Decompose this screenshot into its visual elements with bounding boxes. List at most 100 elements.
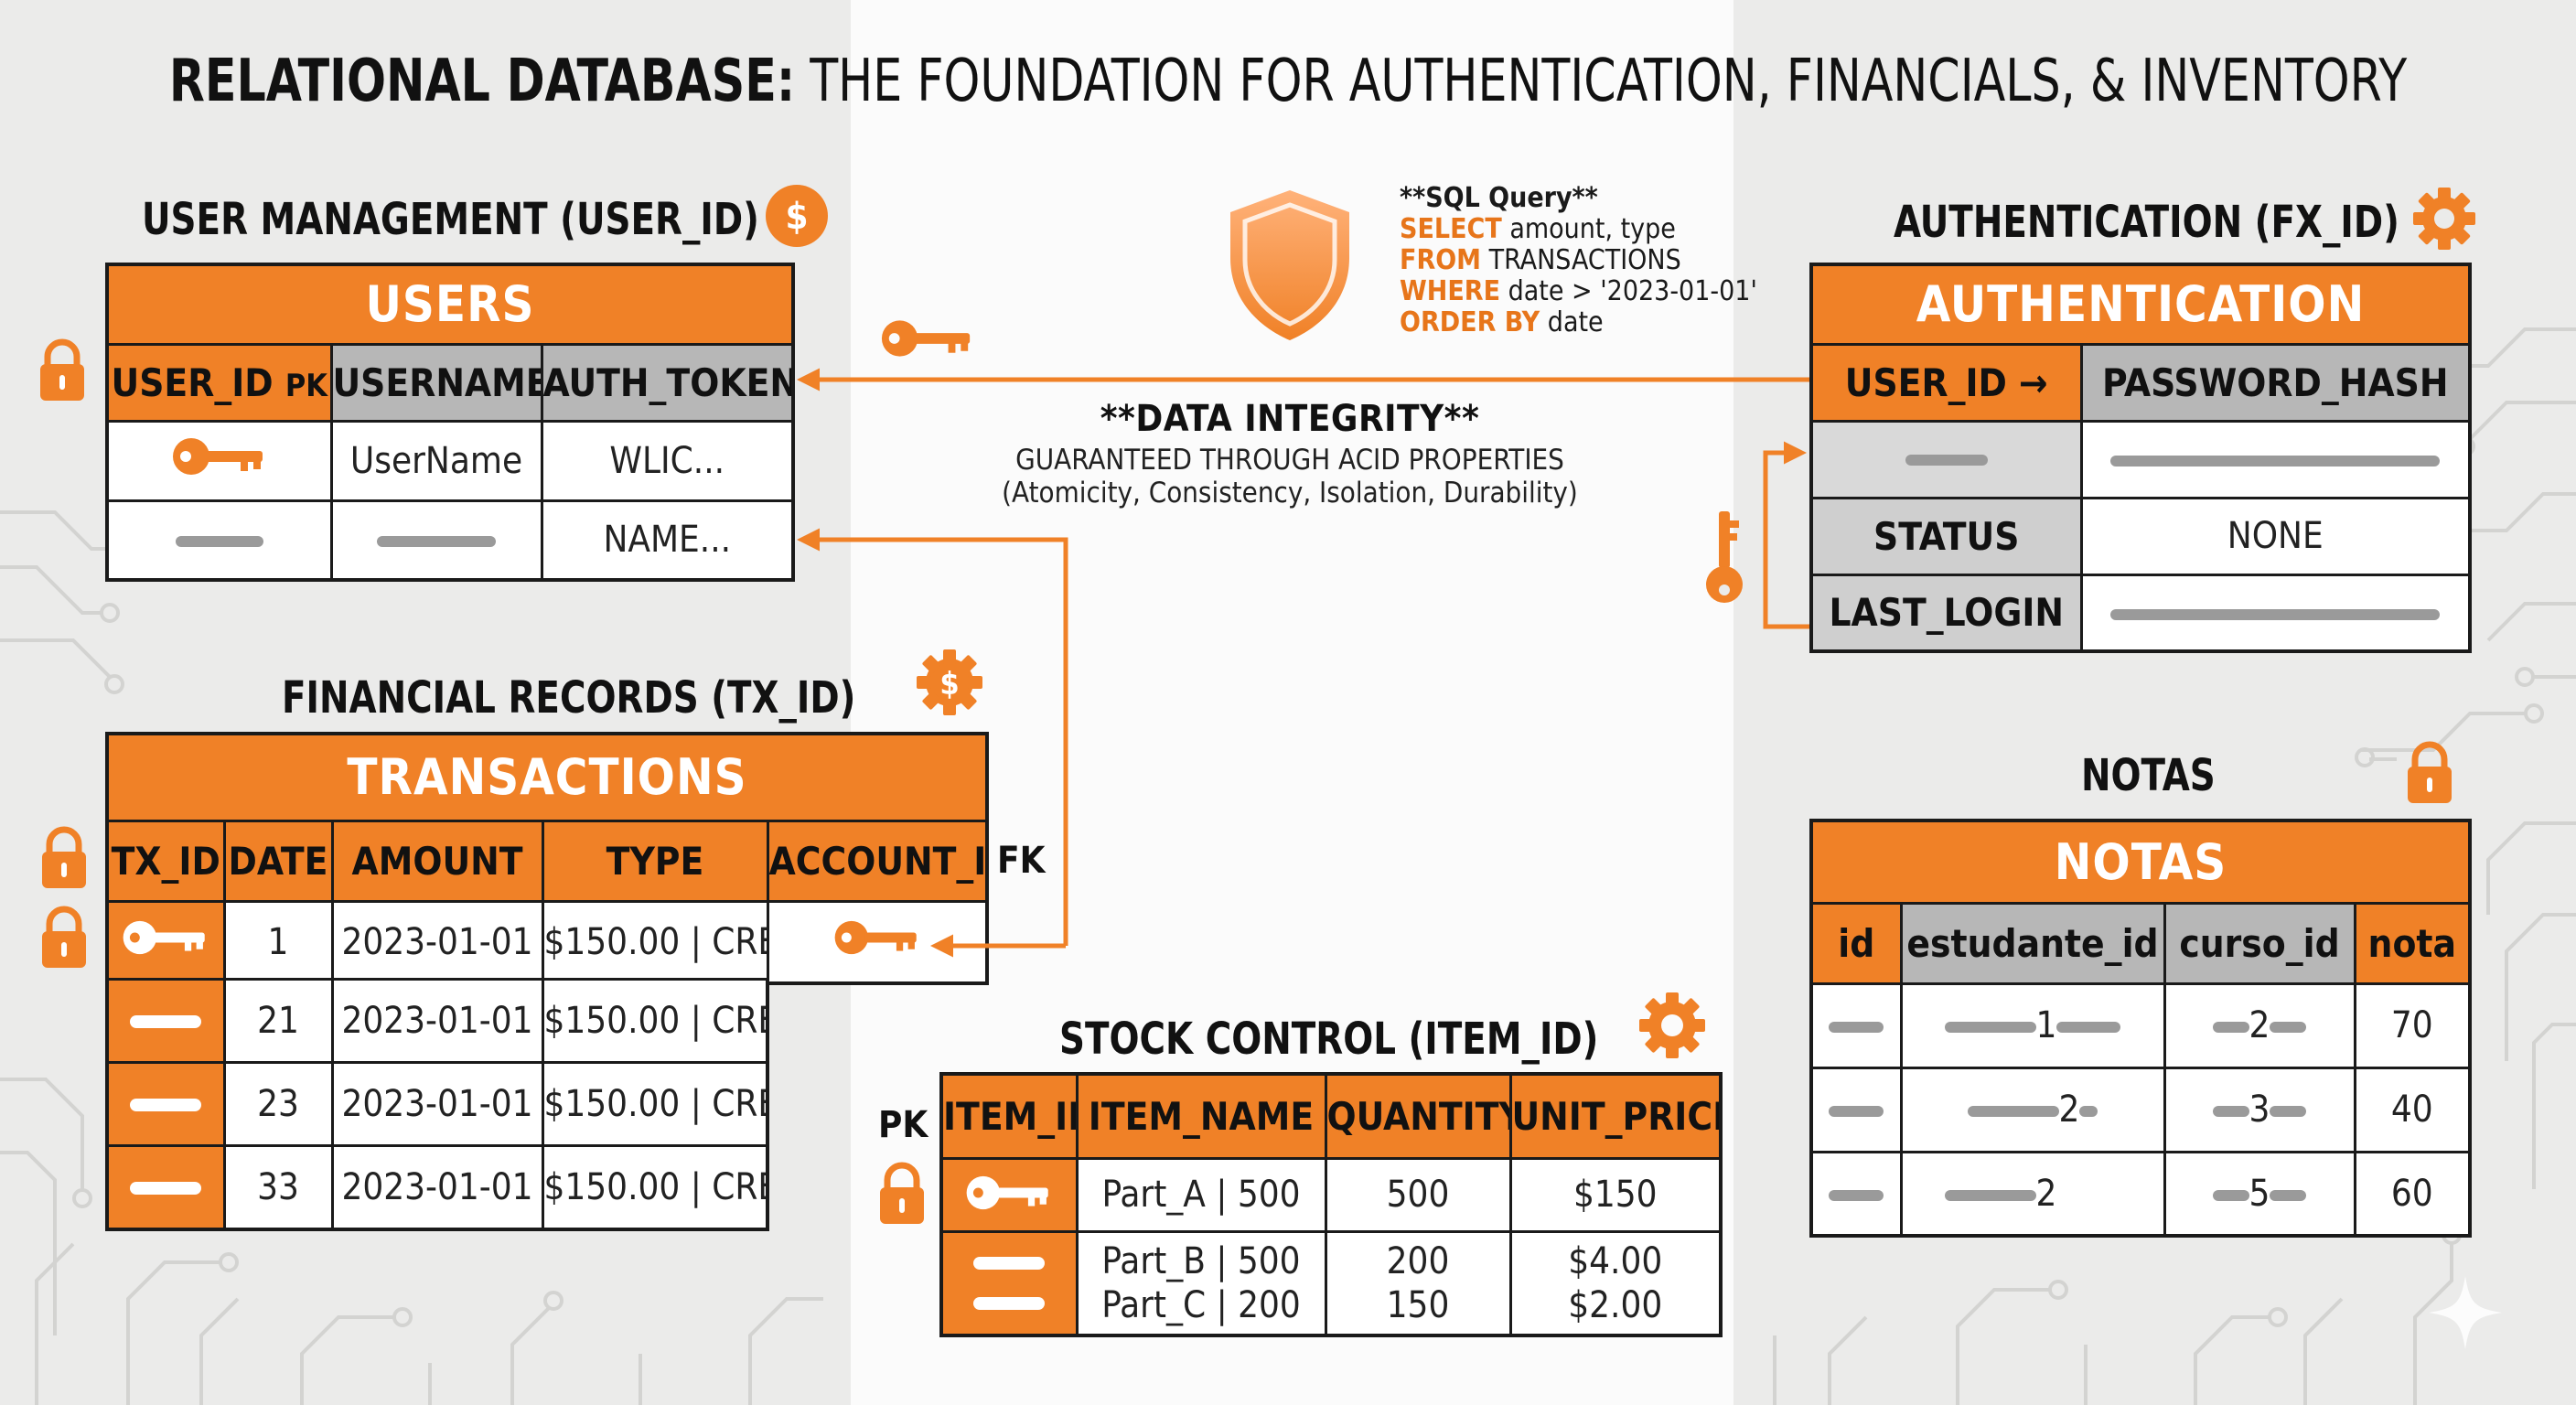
sql-query-title: **SQL Query** bbox=[1400, 182, 1598, 214]
placeholder-dash bbox=[1829, 1189, 1884, 1201]
item-name-line: Part_B | 500 bbox=[1101, 1239, 1301, 1282]
sql-query-line: ORDER BY date bbox=[1400, 306, 1604, 338]
curso-id-cell: 2 bbox=[2163, 981, 2356, 1069]
notas-title: NOTAS bbox=[2081, 750, 2216, 801]
curso-id-cell: 5 bbox=[2163, 1150, 2356, 1238]
table-row: UserName WLIC... bbox=[105, 419, 795, 502]
status-label-cell: STATUS bbox=[1809, 496, 2083, 576]
column-header-item-id: ITEM_ID bbox=[939, 1072, 1079, 1160]
amount-cell: 2023-01-01 bbox=[330, 978, 544, 1064]
last-login-value-cell bbox=[2079, 573, 2472, 653]
placeholder-dash bbox=[2212, 1189, 2249, 1201]
sql-query-line: SELECT amount, type bbox=[1400, 213, 1676, 245]
notas-table: NOTAS id estudante_id curso_id nota 1 2 … bbox=[1809, 819, 2472, 1238]
key-icon bbox=[172, 437, 263, 475]
account-id-cell bbox=[766, 899, 989, 985]
svg-text:$: $ bbox=[785, 196, 808, 238]
key-icon bbox=[834, 920, 917, 954]
unit-price-cell: $4.00 $2.00 bbox=[1508, 1229, 1723, 1337]
password-hash-cell bbox=[2079, 419, 2472, 499]
transactions-table-caption: TRANSACTIONS bbox=[105, 732, 989, 822]
fk-label: FK bbox=[997, 840, 1046, 882]
type-cell: $150.00 | CREDIT bbox=[541, 899, 769, 985]
table-row: 33 2023-01-01 $150.00 | CREDIT bbox=[105, 1144, 769, 1230]
sql-query-line: FROM TRANSACTIONS bbox=[1400, 244, 1681, 276]
key-cell bbox=[105, 899, 226, 985]
lock-icon bbox=[2408, 741, 2452, 803]
quantity-line: 200 bbox=[1386, 1239, 1450, 1282]
table-row: STATUS NONE bbox=[1809, 496, 2472, 576]
column-header-type: TYPE bbox=[541, 819, 769, 903]
dollar-icon: $ bbox=[766, 185, 828, 247]
row-marker-dash bbox=[130, 1015, 202, 1028]
lock-icon bbox=[42, 906, 86, 968]
column-header-quantity: QUANTITY bbox=[1324, 1072, 1512, 1160]
table-row bbox=[1809, 419, 2472, 499]
table-row: LAST_LOGIN bbox=[1809, 573, 2472, 653]
placeholder-dash bbox=[2212, 1106, 2249, 1117]
amount-cell: 2023-01-01 bbox=[330, 1061, 544, 1147]
svg-text:$: $ bbox=[939, 666, 959, 702]
transactions-table-head: TRANSACTIONS TX_ID DATE AMOUNT TYPE ACCO… bbox=[105, 732, 990, 985]
dollar-gear-icon: $ bbox=[917, 649, 982, 715]
amount-cell: 2023-01-01 bbox=[330, 1144, 544, 1230]
column-header-estudante-id: estudante_id bbox=[1899, 901, 2166, 985]
placeholder-dash bbox=[175, 536, 263, 548]
unit-price-cell: $150 bbox=[1508, 1156, 1723, 1233]
table-row: 2 3 40 bbox=[1809, 1066, 2472, 1153]
column-header-user-id: USER_ID → bbox=[1809, 342, 2083, 423]
table-row: 23 2023-01-01 $150.00 | CREDIT bbox=[105, 1061, 769, 1147]
id-cell bbox=[1809, 1150, 1903, 1238]
quantity-cell: 500 bbox=[1324, 1156, 1512, 1233]
sql-query-block: **SQL Query** SELECT amount, type FROM T… bbox=[1400, 183, 1757, 338]
amount-cell: 2023-01-01 bbox=[330, 899, 544, 985]
column-header-date: DATE bbox=[222, 819, 334, 903]
column-header-password-hash: PASSWORD_HASH bbox=[2079, 342, 2472, 423]
date-cell: 23 bbox=[222, 1061, 334, 1147]
row-marker-dash bbox=[130, 1181, 202, 1195]
notas-table-caption: NOTAS bbox=[1809, 819, 2472, 905]
key-icon bbox=[881, 320, 971, 357]
table-row: 1 2023-01-01 $150.00 | CREDIT bbox=[105, 899, 989, 985]
nota-cell: 60 bbox=[2353, 1150, 2472, 1238]
username-cell: UserName bbox=[329, 419, 543, 502]
key-cell bbox=[939, 1156, 1079, 1233]
column-header-user-id: USER_ID PK bbox=[105, 342, 333, 423]
status-value-cell: NONE bbox=[2079, 496, 2472, 576]
stock-control-table: ITEM_ID ITEM_NAME QUANTITY UNIT_PRICE Pa… bbox=[939, 1072, 1723, 1337]
table-row: Part_B | 500 Part_C | 200 200 150 $4.00 … bbox=[939, 1229, 1723, 1337]
row-marker-dash bbox=[973, 1257, 1046, 1271]
placeholder-dash bbox=[1829, 1022, 1884, 1033]
auth-token-cell: NAME... bbox=[540, 499, 795, 582]
key-cell bbox=[105, 419, 333, 502]
sql-query-line: WHERE date > '2023-01-01' bbox=[1400, 275, 1757, 307]
page-title: RELATIONAL DATABASE: THE FOUNDATION FOR … bbox=[168, 48, 2408, 115]
row-marker bbox=[105, 1144, 226, 1230]
financial-records-title: FINANCIAL RECORDS (TX_ID) bbox=[282, 672, 856, 724]
column-header-amount: AMOUNT bbox=[330, 819, 544, 903]
row-marker-dash bbox=[130, 1099, 202, 1111]
user-management-title: USER MANAGEMENT (USER_ID) bbox=[142, 194, 759, 245]
placeholder-dash bbox=[1905, 455, 1988, 466]
curso-id-cell: 3 bbox=[2163, 1066, 2356, 1153]
data-integrity-note: **DATA INTEGRITY** GUARANTEED THROUGH AC… bbox=[961, 398, 1619, 509]
placeholder-dash bbox=[2212, 1022, 2249, 1033]
column-header-id: id bbox=[1809, 901, 1903, 985]
row-marker bbox=[105, 1061, 226, 1147]
data-integrity-title: **DATA INTEGRITY** bbox=[1100, 398, 1480, 440]
estudante-id-cell: 1 bbox=[1899, 981, 2166, 1069]
date-cell: 1 bbox=[222, 899, 334, 985]
type-cell: $150.00 | CREDIT bbox=[541, 1144, 769, 1230]
date-cell: 33 bbox=[222, 1144, 334, 1230]
id-cell bbox=[1809, 1066, 1903, 1153]
item-name-cell: Part_B | 500 Part_C | 200 bbox=[1075, 1229, 1327, 1337]
placeholder-dash bbox=[2079, 1106, 2098, 1117]
column-header-nota: nota bbox=[2353, 901, 2472, 985]
table-row: 1 2 70 bbox=[1809, 981, 2472, 1069]
last-login-label-cell: LAST_LOGIN bbox=[1809, 573, 2083, 653]
placeholder-dash bbox=[1967, 1106, 2059, 1117]
row-marker bbox=[939, 1229, 1079, 1337]
nota-cell: 70 bbox=[2353, 981, 2472, 1069]
item-name-line: Part_C | 200 bbox=[1101, 1283, 1301, 1326]
empty-cell bbox=[1809, 419, 2083, 499]
